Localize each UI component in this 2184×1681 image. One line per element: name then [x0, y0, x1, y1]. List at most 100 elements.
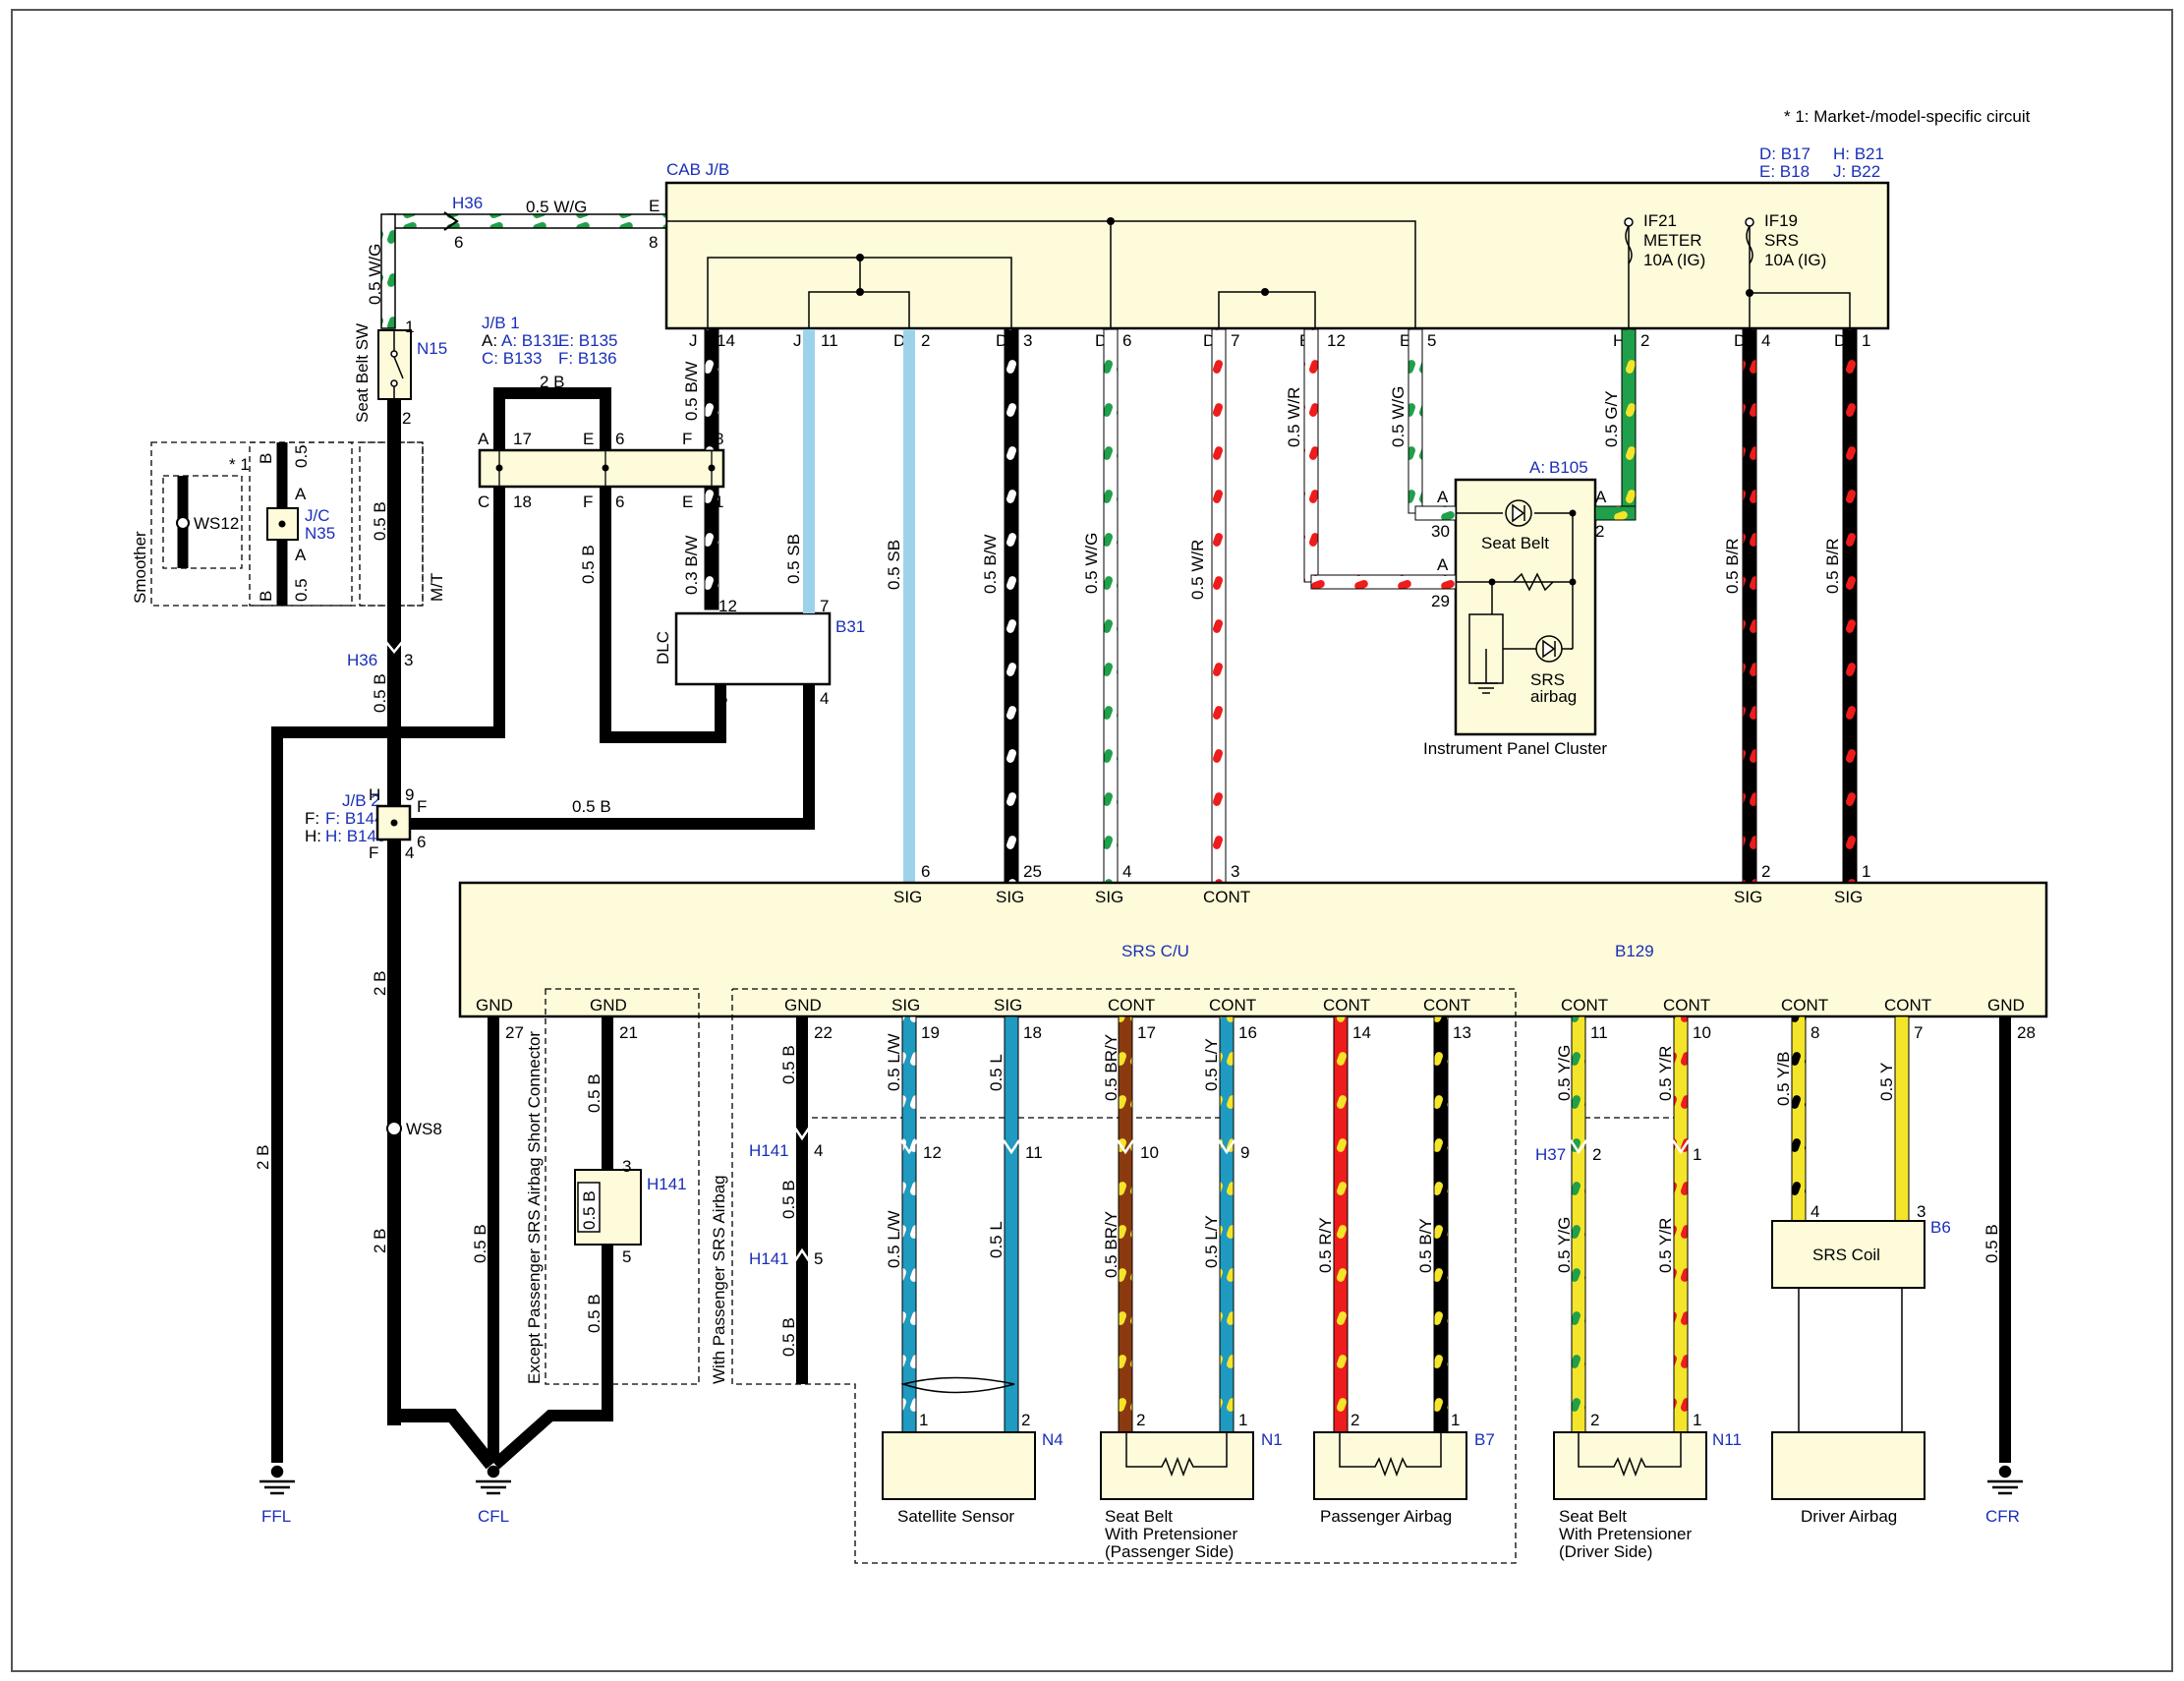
- cluster-airbag-label: airbag: [1530, 687, 1577, 706]
- pret-drv-pin1: 1: [1693, 1411, 1701, 1429]
- inline-pin-10: 10: [1140, 1143, 1159, 1162]
- satellite-sensor: [882, 1431, 1036, 1500]
- wire-label-bw-top: 0.5 B/W: [682, 362, 701, 421]
- jb-term-pin-1: 11: [821, 331, 838, 350]
- cluster-name: Instrument Panel Cluster: [1423, 739, 1607, 758]
- dlc-box: [674, 611, 832, 686]
- wire-label-sb1: 0.5 SB: [784, 534, 803, 584]
- h37-pin2: 2: [1592, 1145, 1601, 1164]
- cluster-connector-prefix: A:: [1529, 458, 1545, 477]
- wire-label-2b-b: 2 B: [371, 1228, 389, 1253]
- smoother-mt-label: M/T: [428, 573, 446, 602]
- short-connector-label: Except Passenger SRS Airbag Short Connec…: [525, 1031, 544, 1384]
- wire-label-b-jb1: 0.5 B: [579, 545, 598, 584]
- jb1-bot-pin-6: 6: [615, 493, 624, 511]
- srs-bot-pin-10: 10: [1693, 1023, 1711, 1042]
- svg-text:SRS: SRS: [1764, 231, 1799, 250]
- wire-label-b-sw: 0.5 B: [371, 501, 389, 541]
- srs-bot-pin-0: 27: [505, 1023, 524, 1042]
- jb-term-pin-10: 1: [1862, 331, 1870, 350]
- seat-belt-sw-pin2: 2: [402, 409, 411, 428]
- srs-coil: [1771, 1220, 1925, 1289]
- seat-belt-sw-pin1: 1: [405, 318, 414, 336]
- jb-term-pin-2: 2: [921, 331, 930, 350]
- jb1-bot-pin-18: 18: [513, 493, 532, 511]
- h141-connector-icon-1: [790, 1123, 814, 1141]
- jb2-pin-6: 6: [417, 833, 426, 851]
- dlc-pin-4: 4: [820, 689, 829, 708]
- srs-coil-pin4: 4: [1810, 1202, 1819, 1221]
- jb1-legend-c: C: B133: [482, 349, 542, 368]
- fuse-if21-name: IF21: [1643, 211, 1677, 230]
- pretensioner-drv-connector: N11: [1712, 1430, 1742, 1449]
- with-passenger-label: With Passenger SRS Airbag: [710, 1175, 728, 1384]
- wire-label-ly2: 0.5 L/Y: [1202, 1215, 1221, 1268]
- smoother-note: * 1: [229, 455, 250, 474]
- wire-label-lw2: 0.5 L/W: [885, 1210, 903, 1268]
- seat-belt-warning-icon: [1505, 499, 1532, 527]
- jb2-pin-h: H: [369, 785, 380, 804]
- conn-11-icon: [1002, 1139, 1021, 1155]
- cluster-pin29: 29: [1431, 592, 1450, 610]
- jb1-bot-conn-e: E: [682, 493, 693, 511]
- jb2-pin-f2: F: [369, 843, 378, 862]
- passenger-airbag: [1313, 1431, 1467, 1500]
- wire-l: [1004, 1015, 1019, 1433]
- wire-label-wg-vertical: 0.5 W/G: [366, 244, 384, 305]
- jc-pin-a-top: A: [295, 485, 307, 503]
- jb2-legend-h: H: B146: [325, 827, 385, 845]
- srs-top-pin-4: 2: [1761, 862, 1770, 881]
- srs-cu-bottom-pins: GND27GND21GND22SIG19SIG18CONT17CONT16CON…: [476, 996, 2036, 1042]
- satellite-sensor-name: Satellite Sensor: [897, 1507, 1014, 1526]
- pass-airbag-pin2: 2: [1351, 1411, 1359, 1429]
- srs-coil-name: SRS Coil: [1812, 1246, 1880, 1264]
- srs-bot-pin-12: 7: [1914, 1023, 1923, 1042]
- srs-bot-pin-5: 17: [1137, 1023, 1156, 1042]
- h141-mid-pin5: 5: [814, 1249, 823, 1268]
- fuse-if19-icon: [1745, 217, 1754, 264]
- wire-label-b-jb2: 0.5 B: [572, 797, 611, 816]
- h141-short-label: H141: [647, 1175, 687, 1193]
- wire-label-lw1: 0.5 L/W: [885, 1033, 903, 1091]
- fuse-if19-circuit: SRS: [1764, 231, 1799, 250]
- srs-bot-func-2: GND: [784, 996, 822, 1014]
- h141-mid-label-2: H141: [749, 1249, 789, 1268]
- dlc-pin-12: 12: [718, 597, 737, 615]
- satellite-pin1: 1: [919, 1411, 928, 1429]
- srs-top-func-1: SIG: [996, 888, 1024, 906]
- seat-belt-pretensioner-passenger: [1100, 1431, 1254, 1500]
- wire-label-gy: 0.5 G/Y: [1602, 390, 1621, 447]
- jb1-bot-pin-1: 1: [715, 493, 723, 511]
- jc-pin-b-top: B: [257, 453, 275, 464]
- svg-text:METER: METER: [1643, 231, 1702, 250]
- srs-top-func-2: SIG: [1095, 888, 1123, 906]
- jb2-title: J/B 2: [342, 791, 380, 810]
- wire-label-l2: 0.5 L: [987, 1221, 1006, 1258]
- pin-8-label: 8: [649, 233, 658, 252]
- wire-yg: [1571, 1015, 1586, 1433]
- jc-pin-b-bottom: B: [257, 591, 275, 602]
- h36-top-label: H36: [452, 194, 483, 212]
- srs-bot-pin-13: 28: [2017, 1023, 2036, 1042]
- h36-mid-pin: 3: [404, 651, 413, 669]
- inline-pin-12: 12: [923, 1143, 942, 1162]
- pretensioner-pass-connector: N1: [1261, 1430, 1283, 1449]
- svg-text:10A (IG): 10A (IG): [1764, 251, 1826, 269]
- smoother-label: Smoother: [131, 531, 149, 604]
- srs-bot-func-0: GND: [476, 996, 513, 1014]
- passenger-airbag-name: Passenger Airbag: [1320, 1507, 1452, 1526]
- srs-bot-func-11: CONT: [1781, 996, 1828, 1014]
- jc-pin-a-bottom: A: [295, 546, 307, 564]
- wire-label-yr1: 0.5 Y/R: [1656, 1046, 1675, 1101]
- pretensioner-drv-line1: Seat Belt: [1559, 1507, 1627, 1526]
- h37-pin1: 1: [1693, 1145, 1701, 1164]
- wire-label-wr2: 0.5 W/R: [1188, 540, 1207, 600]
- jb2-legend-f: F: B144: [325, 809, 384, 828]
- jb-term-pin-5: 7: [1231, 331, 1239, 350]
- h141-short-pin5: 5: [622, 1247, 631, 1266]
- jb-term-pin-6: 12: [1327, 331, 1346, 350]
- pretensioner-pass-line1: Seat Belt: [1105, 1507, 1173, 1526]
- jb-term-pin-3: 3: [1023, 331, 1032, 350]
